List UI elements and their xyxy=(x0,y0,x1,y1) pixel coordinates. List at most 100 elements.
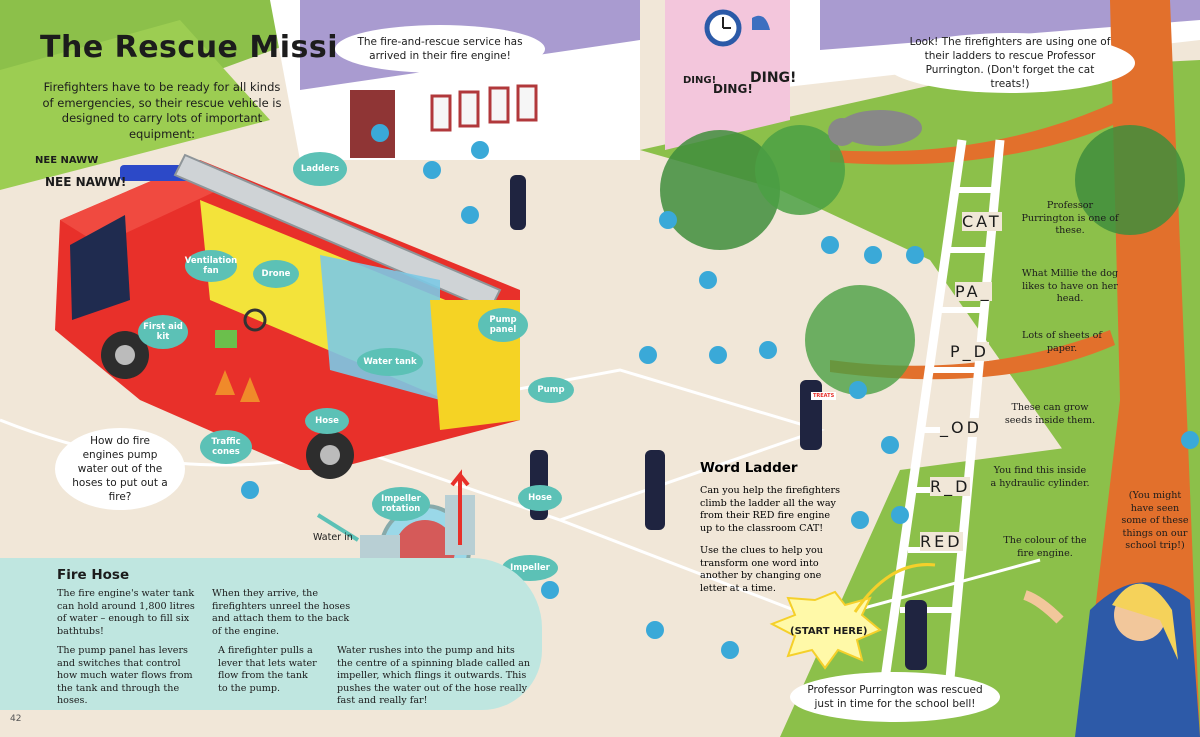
child xyxy=(241,481,259,499)
child xyxy=(699,271,717,289)
fire-engine-windscreen xyxy=(70,215,130,320)
school-door xyxy=(350,90,395,158)
child xyxy=(1181,431,1199,449)
grass-left xyxy=(0,20,270,190)
child xyxy=(709,346,727,364)
clue-5: You find this inside a hydraulic cylinde… xyxy=(990,465,1090,489)
start-here-text: (START HERE) xyxy=(790,626,868,637)
fire-hose-p1: The fire engine's water tank can hold ar… xyxy=(57,588,195,637)
rung-word-1: CAT xyxy=(962,212,1002,231)
teacher xyxy=(1023,582,1200,737)
clue-2: What Millie the dog likes to have on her… xyxy=(1021,268,1119,304)
word-ladder-p1: Can you help the firefighters climb the … xyxy=(700,485,841,534)
pine-needles xyxy=(805,285,915,395)
label-drone: Drone xyxy=(253,260,299,288)
waving-hand xyxy=(1023,590,1064,624)
cat-body xyxy=(838,110,922,146)
child xyxy=(849,381,867,399)
rung-word-4: _OD xyxy=(940,418,982,437)
firefighter xyxy=(905,600,927,670)
label-hose-pump: Hose xyxy=(518,485,562,511)
child xyxy=(371,124,389,142)
first-aid-kit-icon xyxy=(215,330,237,348)
water-in-arrow-icon xyxy=(316,513,360,542)
speech-arrived: The fire-and-rescue service has arrived … xyxy=(335,25,545,73)
label-ventilation-fan: Ventilation fan xyxy=(185,250,237,282)
label-treats: TREATS xyxy=(811,392,837,400)
trip-hint: (You might have seen some of these thing… xyxy=(1121,490,1189,551)
child xyxy=(721,641,739,659)
label-pump-panel: Pump panel xyxy=(478,308,528,342)
wheel-hub xyxy=(115,345,135,365)
child xyxy=(646,621,664,639)
speech-question: How do fire engines pump water out of th… xyxy=(55,428,185,510)
word-ladder-p2: Use the clues to help you transform one … xyxy=(700,545,823,594)
start-arrow-icon xyxy=(853,563,936,613)
label-ladders: Ladders xyxy=(293,152,347,186)
clue-1: Professor Purrington is one of these. xyxy=(1021,200,1119,236)
label-impeller-rotation: Impeller rotation xyxy=(372,487,430,521)
child xyxy=(639,346,657,364)
label-pump: Pump xyxy=(528,377,574,403)
rung-word-6: RED xyxy=(920,532,963,551)
child xyxy=(541,581,559,599)
child xyxy=(821,236,839,254)
child xyxy=(759,341,777,359)
rung-word-5: R_D xyxy=(930,477,971,496)
fire-hose-panel xyxy=(0,558,542,710)
siren-text-2: NEE NAWW! xyxy=(45,175,127,189)
professor-purrington-cat xyxy=(828,110,922,146)
traffic-cone-icon xyxy=(215,370,235,395)
word-ladder-title: Word Ladder xyxy=(700,460,798,476)
firefighter xyxy=(800,380,822,450)
teacher-hair xyxy=(1112,583,1178,660)
clue-6: The colour of the fire engine. xyxy=(1003,535,1087,559)
window xyxy=(516,84,538,122)
ding-3: DING! xyxy=(750,70,797,86)
rung-word-2: PA_ xyxy=(955,282,992,301)
window xyxy=(430,94,452,132)
rung-word-3: P_D xyxy=(950,342,989,361)
child xyxy=(471,141,489,159)
label-first-aid-kit: First aid kit xyxy=(138,315,188,349)
ding-2: DING! xyxy=(713,82,753,96)
school-wall-pink xyxy=(665,0,790,150)
clue-3: Lots of sheets of paper. xyxy=(1022,330,1102,354)
traffic-cone-icon xyxy=(240,377,260,402)
label-traffic-cones: Traffic cones xyxy=(200,430,252,464)
cat-head xyxy=(828,118,856,146)
fire-hose-p3: The pump panel has levers and switches t… xyxy=(57,645,193,706)
fire-hose-p4: A firefighter pulls a lever that lets wa… xyxy=(218,645,317,694)
label-water-in: Water in xyxy=(313,532,353,543)
pine-needles xyxy=(660,130,780,250)
outflow-arrow-icon xyxy=(450,469,470,545)
label-water-tank: Water tank xyxy=(357,348,423,376)
child xyxy=(423,161,441,179)
child xyxy=(891,506,909,524)
firefighter xyxy=(645,450,665,530)
firefighter xyxy=(510,175,526,230)
fire-hose-p2: When they arrive, the firefighters unree… xyxy=(212,588,351,637)
speech-rescued: Professor Purrington was rescued just in… xyxy=(790,672,1000,722)
tree xyxy=(660,0,1200,737)
fire-hose-p5: Water rushes into the pump and hits the … xyxy=(337,645,531,706)
wheel-hub xyxy=(320,445,340,465)
intro-text: Firefighters have to be ready for all ki… xyxy=(42,80,282,141)
pine-needles xyxy=(755,125,845,215)
child xyxy=(881,436,899,454)
child xyxy=(461,206,479,224)
schoolchildren xyxy=(241,124,1199,659)
label-hose-truck: Hose xyxy=(305,408,349,434)
speech-look: Look! The firefighters are using one of … xyxy=(885,33,1135,93)
tree-branch xyxy=(830,100,1125,165)
child xyxy=(659,211,677,229)
school-bell-icon xyxy=(752,15,770,30)
pine-needles xyxy=(1075,125,1185,235)
clue-4: These can grow seeds inside them. xyxy=(1004,402,1096,426)
page-number: 42 xyxy=(10,714,22,724)
ding-1: DING! xyxy=(683,75,717,86)
window xyxy=(488,86,510,124)
fire-hose-title: Fire Hose xyxy=(57,567,130,583)
page-title: The Rescue Mission xyxy=(40,30,381,65)
